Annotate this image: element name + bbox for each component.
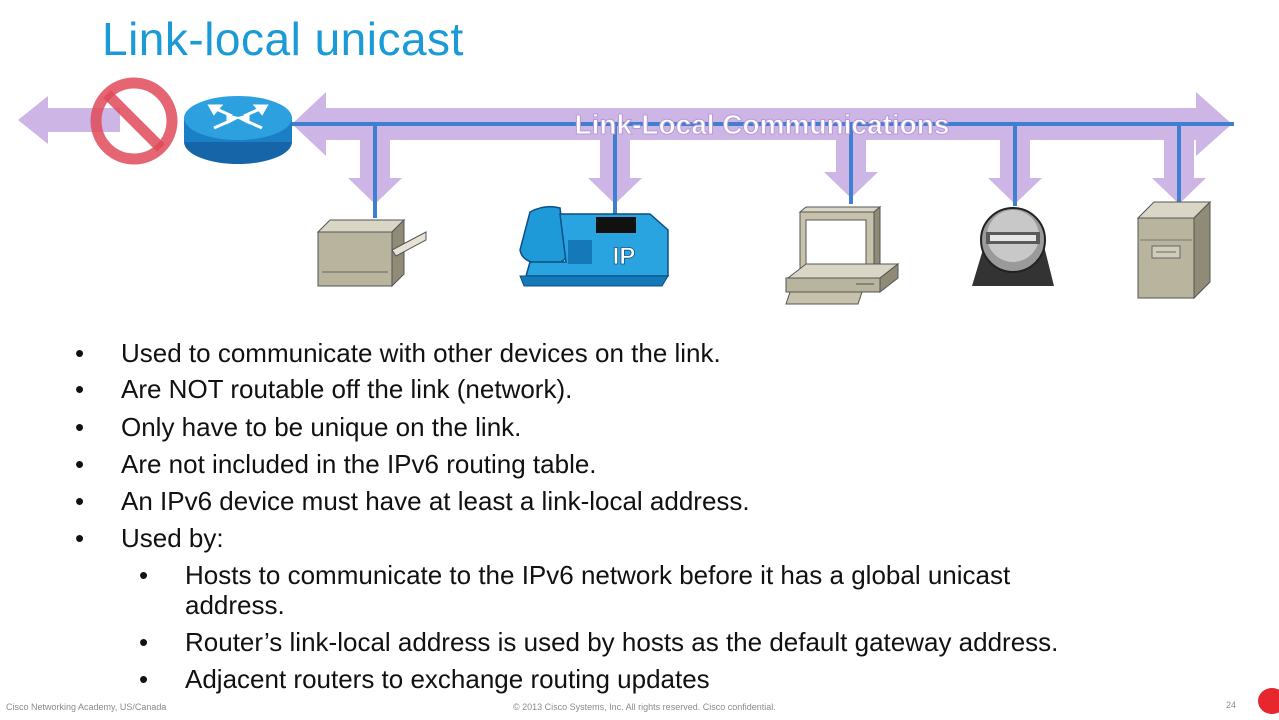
prohibit-icon (90, 77, 178, 165)
bullet-item: •Used to communicate with other devices … (75, 338, 721, 368)
footer-copyright: © 2013 Cisco Systems, Inc. All rights re… (513, 702, 776, 712)
network-link (240, 122, 1234, 218)
pc-icon (785, 205, 900, 305)
server-icon (1136, 200, 1212, 300)
sub-bullet-item: •Hosts to communicate to the IPv6 networ… (139, 560, 1011, 590)
bullet-item: •Are NOT routable off the link (network)… (75, 374, 573, 404)
slide-title: Link-local unicast (102, 13, 464, 65)
link-local-diagram: Link-Local Communications (18, 77, 1234, 305)
corner-mark (1258, 688, 1279, 714)
router-icon (184, 96, 292, 164)
link-local-arrow (292, 92, 1232, 204)
footer-left: Cisco Networking Academy, US/Canada (6, 702, 167, 712)
page-number: 24 (1226, 700, 1237, 710)
bullet-item: •Used by: (75, 523, 224, 553)
ip-phone-icon: IP (519, 205, 669, 287)
bullet-item: •Are not included in the IPv6 routing ta… (75, 449, 597, 479)
ip-phone-label: IP (613, 243, 636, 270)
printer-icon (316, 218, 427, 288)
sub-bullet-item: •Adjacent routers to exchange routing up… (139, 664, 710, 694)
bullet-item: •Only have to be unique on the link. (75, 412, 522, 442)
camera-icon (972, 207, 1054, 286)
bullet-item: •An IPv6 device must have at least a lin… (75, 486, 750, 516)
link-local-banner: Link-Local Communications (575, 109, 950, 140)
sub-bullet-item: •Router’s link-local address is used by … (139, 627, 1059, 657)
sub-bullet-continuation: address. (185, 590, 285, 620)
